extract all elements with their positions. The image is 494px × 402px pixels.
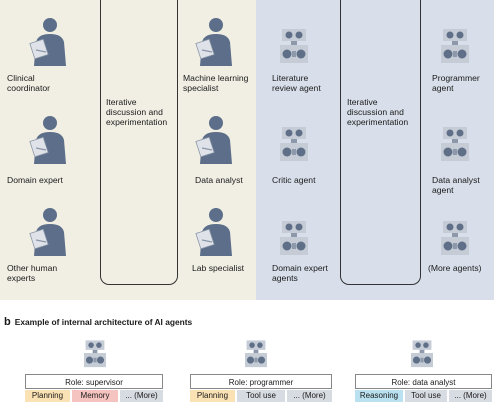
label-domain-expert-agents: Domain expert agents [272, 263, 328, 284]
label-lab-specialist: Lab specialist [192, 263, 245, 273]
label-programmer-agent: Programmer agent [432, 73, 480, 94]
robot-icon-critic-agent [280, 127, 308, 161]
role-box-data-analyst: Role: data analyst [355, 374, 492, 389]
chip-memory: Memory [72, 390, 118, 402]
robot-icon-programmer [245, 340, 267, 368]
robot-icon-supervisor [84, 340, 106, 368]
person-icon-data-analyst [195, 116, 232, 164]
label-critic-agent: Critic agent [272, 175, 316, 185]
person-icon-other-human-experts [29, 208, 66, 256]
label-more-agents: (More agents) [428, 263, 482, 273]
role-box-supervisor: Role: supervisor [25, 374, 163, 389]
chip-planning: Planning [25, 390, 70, 402]
human-discussion-box [100, 0, 178, 285]
ai-discussion-box [340, 0, 421, 285]
label-data-analyst: Data analyst [195, 175, 243, 185]
label-other-human-experts: Other human experts [7, 263, 58, 284]
chip-more: ... (More) [449, 390, 492, 402]
section-title: Example of internal architecture of AI a… [14, 317, 193, 327]
label-data-analyst-agent: Data analyst agent [432, 175, 480, 196]
person-icon-lab-specialist [195, 208, 232, 256]
label-literature-review-agent: Literature review agent [272, 73, 321, 94]
robot-icon-literature-review-agent [280, 29, 308, 63]
chip-tool-use: Tool use [237, 390, 285, 402]
role-box-programmer: Role: programmer [190, 374, 332, 389]
label-human-discussion: Iterative discussion and experimentation [106, 97, 168, 128]
chip-more: ... (More) [287, 390, 332, 402]
label-ml-specialist: Machine learning specialist [183, 73, 249, 94]
label-domain-expert: Domain expert [7, 175, 63, 185]
robot-icon-domain-expert-agents [280, 221, 308, 255]
robot-icon-data-analyst-agent [441, 127, 469, 161]
robot-icon-programmer-agent [441, 29, 469, 63]
robot-icon-more-agents [441, 221, 469, 255]
chip-reasoning: Reasoning [355, 390, 403, 402]
chip-planning: Planning [190, 390, 235, 402]
label-ai-discussion: Iterative discussion and experimentation [347, 97, 409, 128]
person-icon-ml-specialist [195, 18, 232, 66]
label-clinical-coordinator: Clinical coordinator [7, 73, 50, 94]
chip-more: ... (More) [120, 390, 163, 402]
robot-icon-data-analyst [411, 340, 433, 368]
person-icon-domain-expert [29, 116, 66, 164]
person-icon-clinical-coordinator [29, 18, 66, 66]
section-letter: b [4, 316, 11, 328]
chip-tool-use: Tool use [405, 390, 447, 402]
